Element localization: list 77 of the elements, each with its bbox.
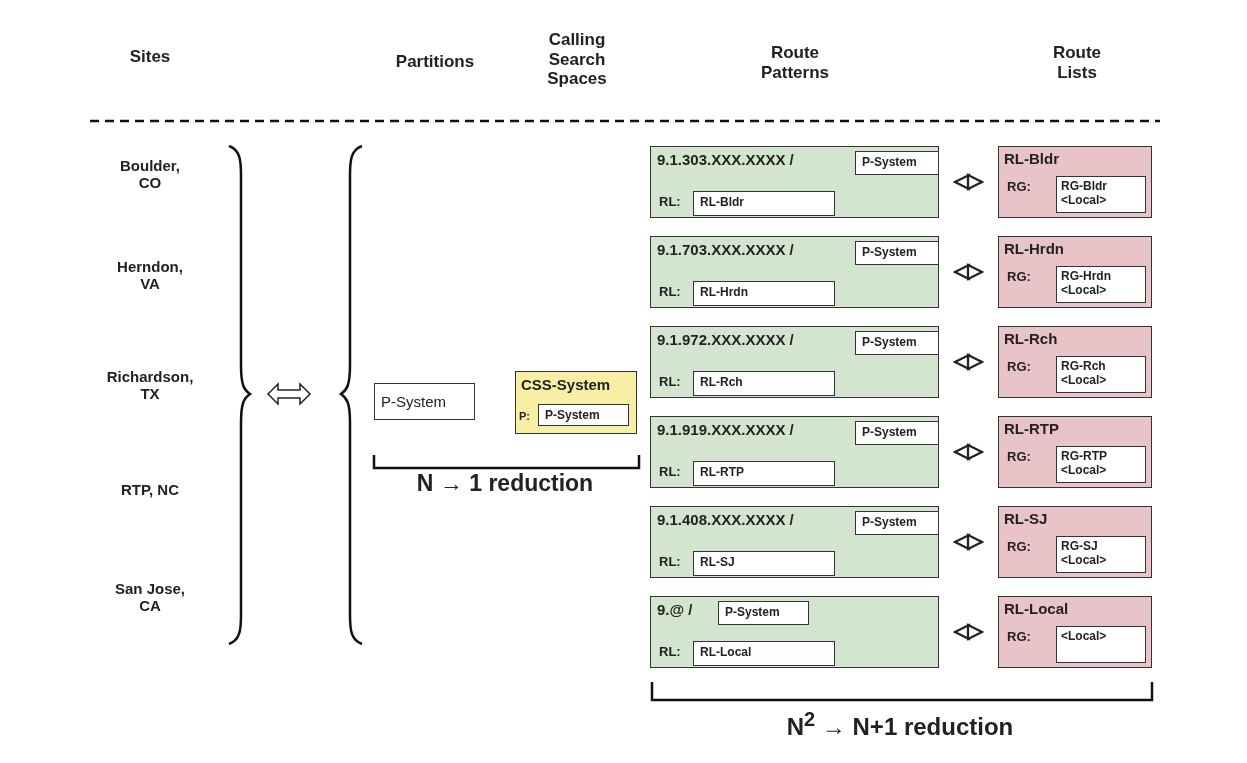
field-label: RL: xyxy=(659,554,681,569)
route-pattern-text: 9.1.972.XXX.XXXX / xyxy=(657,331,794,348)
route-list-field: RL-Rch xyxy=(693,371,835,396)
route-pattern-text: 9.1.408.XXX.XXXX / xyxy=(657,511,794,528)
route-list-box xyxy=(998,146,1152,218)
route-list-box xyxy=(998,596,1152,668)
route-pattern-text: 9.1.919.XXX.XXXX / xyxy=(657,421,794,438)
field-label: RG: xyxy=(1007,359,1031,374)
route-pattern-box xyxy=(650,416,939,488)
field-label: RL: xyxy=(659,644,681,659)
route-list-box xyxy=(998,416,1152,488)
route-list-field: RL-RTP xyxy=(693,461,835,486)
partition-field: P-System xyxy=(855,421,939,445)
route-list-box xyxy=(998,326,1152,398)
double-arrow xyxy=(953,533,984,551)
reduction-caption: N → 1 reduction xyxy=(415,470,595,497)
route-pattern-box xyxy=(650,146,939,218)
route-group-field: RG-Bldr <Local> xyxy=(1056,176,1146,213)
partition-field: P-System xyxy=(855,511,939,535)
field-label: RG: xyxy=(1007,539,1031,554)
partition-field: P-System xyxy=(855,241,939,265)
route-list-field: RL-SJ xyxy=(693,551,835,576)
double-arrow xyxy=(953,443,984,461)
partition-field: P-System xyxy=(855,151,939,175)
field-label: RL: xyxy=(659,194,681,209)
field-label: P: xyxy=(519,410,530,422)
calling-search-space-box xyxy=(515,371,637,434)
site-name: San Jose, CA xyxy=(113,580,186,615)
route-list-name: RL-Local xyxy=(1004,600,1069,617)
route-pattern-box xyxy=(650,506,939,578)
field-label: RG: xyxy=(1007,629,1031,644)
column-header: Calling Search Spaces xyxy=(546,30,608,89)
field-label: RL: xyxy=(659,284,681,299)
partition-field: P-System xyxy=(855,331,939,355)
double-arrow xyxy=(953,263,984,281)
double-arrow xyxy=(953,353,984,371)
route-list-name: RL-Bldr xyxy=(1004,150,1059,167)
route-group-field: RG-Hrdn <Local> xyxy=(1056,266,1146,303)
field-label: RG: xyxy=(1007,179,1031,194)
field-label: RG: xyxy=(1007,269,1031,284)
calling-search-space-name: CSS-System xyxy=(521,376,611,393)
partition-field: P-System xyxy=(538,404,629,426)
site-name: Boulder, CO xyxy=(119,157,181,192)
route-pattern-text: 9.@ / xyxy=(657,601,693,618)
route-pattern-text: 9.1.703.XXX.XXXX / xyxy=(657,241,794,258)
column-header: Route Patterns xyxy=(760,43,830,83)
route-group-field: <Local> xyxy=(1056,626,1146,663)
route-pattern-box xyxy=(650,236,939,308)
route-list-name: RL-Rch xyxy=(1004,330,1058,347)
route-list-field: RL-Bldr xyxy=(693,191,835,216)
route-list-field: RL-Hrdn xyxy=(693,281,835,306)
site-name: Richardson, TX xyxy=(105,368,195,403)
site-name: RTP, NC xyxy=(119,481,181,499)
route-list-field: RL-Local xyxy=(693,641,835,666)
route-group-field: RG-Rch <Local> xyxy=(1056,356,1146,393)
partition-field: P-System xyxy=(718,601,809,625)
double-arrow xyxy=(953,173,984,191)
column-header: Partitions xyxy=(394,52,476,72)
site-name: Herndon, VA xyxy=(116,258,184,293)
column-header: Sites xyxy=(128,47,172,67)
route-list-name: RL-SJ xyxy=(1004,510,1048,527)
route-pattern-text: 9.1.303.XXX.XXXX / xyxy=(657,151,794,168)
route-pattern-box xyxy=(650,596,939,668)
reduction-caption: N$^{2}$ → N+1 reduction xyxy=(785,708,1015,741)
route-list-name: RL-Hrdn xyxy=(1004,240,1064,257)
route-list-box xyxy=(998,236,1152,308)
field-label: RG: xyxy=(1007,449,1031,464)
route-list-name: RL-RTP xyxy=(1004,420,1059,437)
column-header: Route Lists xyxy=(1051,43,1103,83)
route-group-field: RG-SJ <Local> xyxy=(1056,536,1146,573)
route-pattern-box xyxy=(650,326,939,398)
field-label: RL: xyxy=(659,464,681,479)
route-list-box xyxy=(998,506,1152,578)
route-group-field: RG-RTP <Local> xyxy=(1056,446,1146,483)
double-arrow xyxy=(953,623,984,641)
partition-box: P-System xyxy=(374,383,475,420)
field-label: RL: xyxy=(659,374,681,389)
